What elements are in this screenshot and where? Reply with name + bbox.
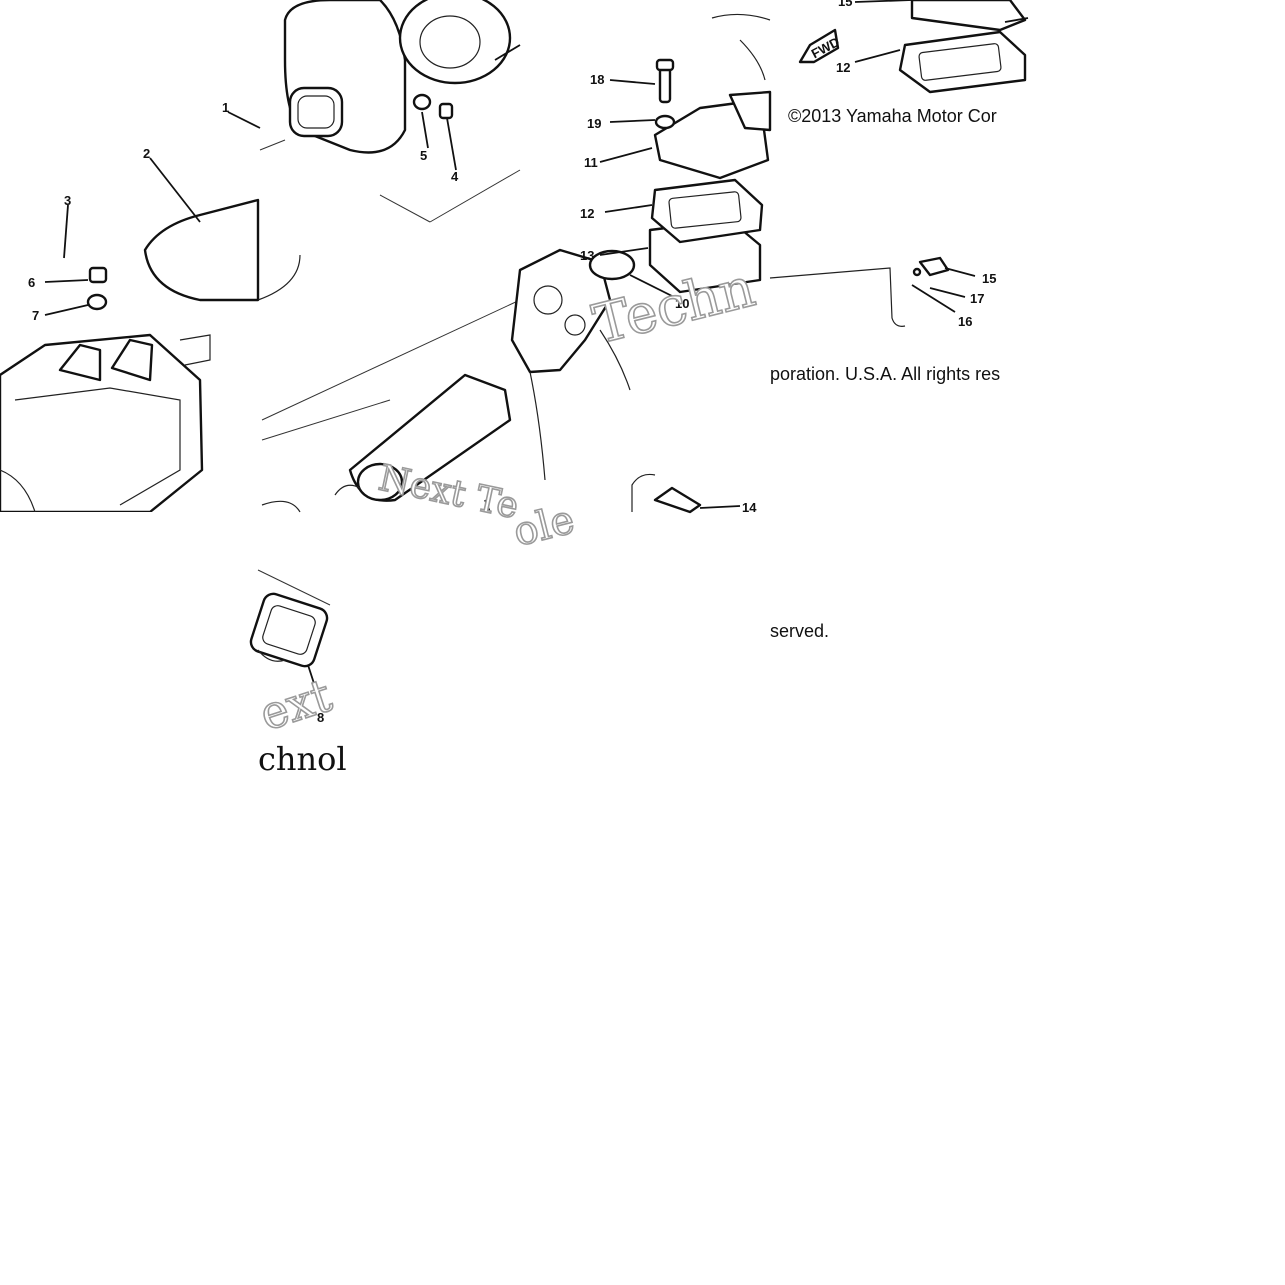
part-label: 2 <box>143 146 150 161</box>
gasket-8 <box>249 592 329 668</box>
part-label: 16 <box>958 314 972 329</box>
carburetor <box>510 248 612 374</box>
watermark: Next Te <box>375 458 522 528</box>
cylinder-2 <box>143 198 260 302</box>
reed-valve-section: FWD <box>769 0 1029 327</box>
part-label: 12 <box>836 60 850 75</box>
part-label: 5 <box>420 148 427 163</box>
fwd-arrow-icon <box>798 28 840 64</box>
watermarks: Techn Next Te ole ext chnol <box>252 255 761 778</box>
bolt-4 <box>438 102 454 120</box>
part-label: 13 <box>580 248 594 263</box>
copyright-line-1: ©2013 Yamaha Motor Cor <box>788 106 997 126</box>
clip-14 <box>653 486 702 514</box>
fwd-marker: FWD <box>809 34 842 61</box>
bolt-6 <box>88 266 108 284</box>
part-label: 17 <box>970 291 984 306</box>
watermark: ext <box>253 668 338 742</box>
housing-clip <box>58 343 102 382</box>
part-label: 8 <box>317 710 324 725</box>
intake-section <box>0 0 521 514</box>
washer-7 <box>86 293 108 311</box>
part-label: 15 <box>982 271 996 286</box>
watermark: chnol <box>258 740 347 778</box>
washer-19 <box>654 114 676 130</box>
part-label: 7 <box>32 308 39 323</box>
part-label: 6 <box>28 275 35 290</box>
manifold-11 <box>653 98 770 180</box>
part-label: 11 <box>584 155 598 170</box>
copyright-line-2: poration. U.S.A. All rights res <box>770 364 1000 384</box>
part-labels: 1 2 3 4 5 6 7 8 10 11 12 12 13 14 15 15 … <box>28 0 996 725</box>
part-label: 12 <box>580 206 594 221</box>
copyright: ©2013 Yamaha Motor Cor poration. U.S.A. … <box>770 106 1000 641</box>
gasket-12-right <box>898 30 1027 94</box>
part-label: 15 <box>838 0 852 9</box>
carburetor-section <box>261 13 772 514</box>
o-ring-10 <box>588 249 636 281</box>
lower-gasket-section <box>249 569 331 709</box>
washer-5 <box>412 93 432 111</box>
copyright-line-3: served. <box>770 621 829 641</box>
airbox-outlet <box>288 86 344 138</box>
part-label: 4 <box>451 169 459 184</box>
gasket-12 <box>650 178 764 244</box>
part-label: 1 <box>222 100 229 115</box>
part-label: 3 <box>64 193 71 208</box>
part-label: 10 <box>675 296 689 311</box>
reed-block <box>910 0 1027 32</box>
watermark: ole <box>509 497 579 556</box>
cable-end-15 <box>918 256 950 277</box>
part-label: 14 <box>742 500 757 515</box>
filter-ring <box>398 0 512 85</box>
part-label: 18 <box>590 72 604 87</box>
part-label: 19 <box>587 116 601 131</box>
